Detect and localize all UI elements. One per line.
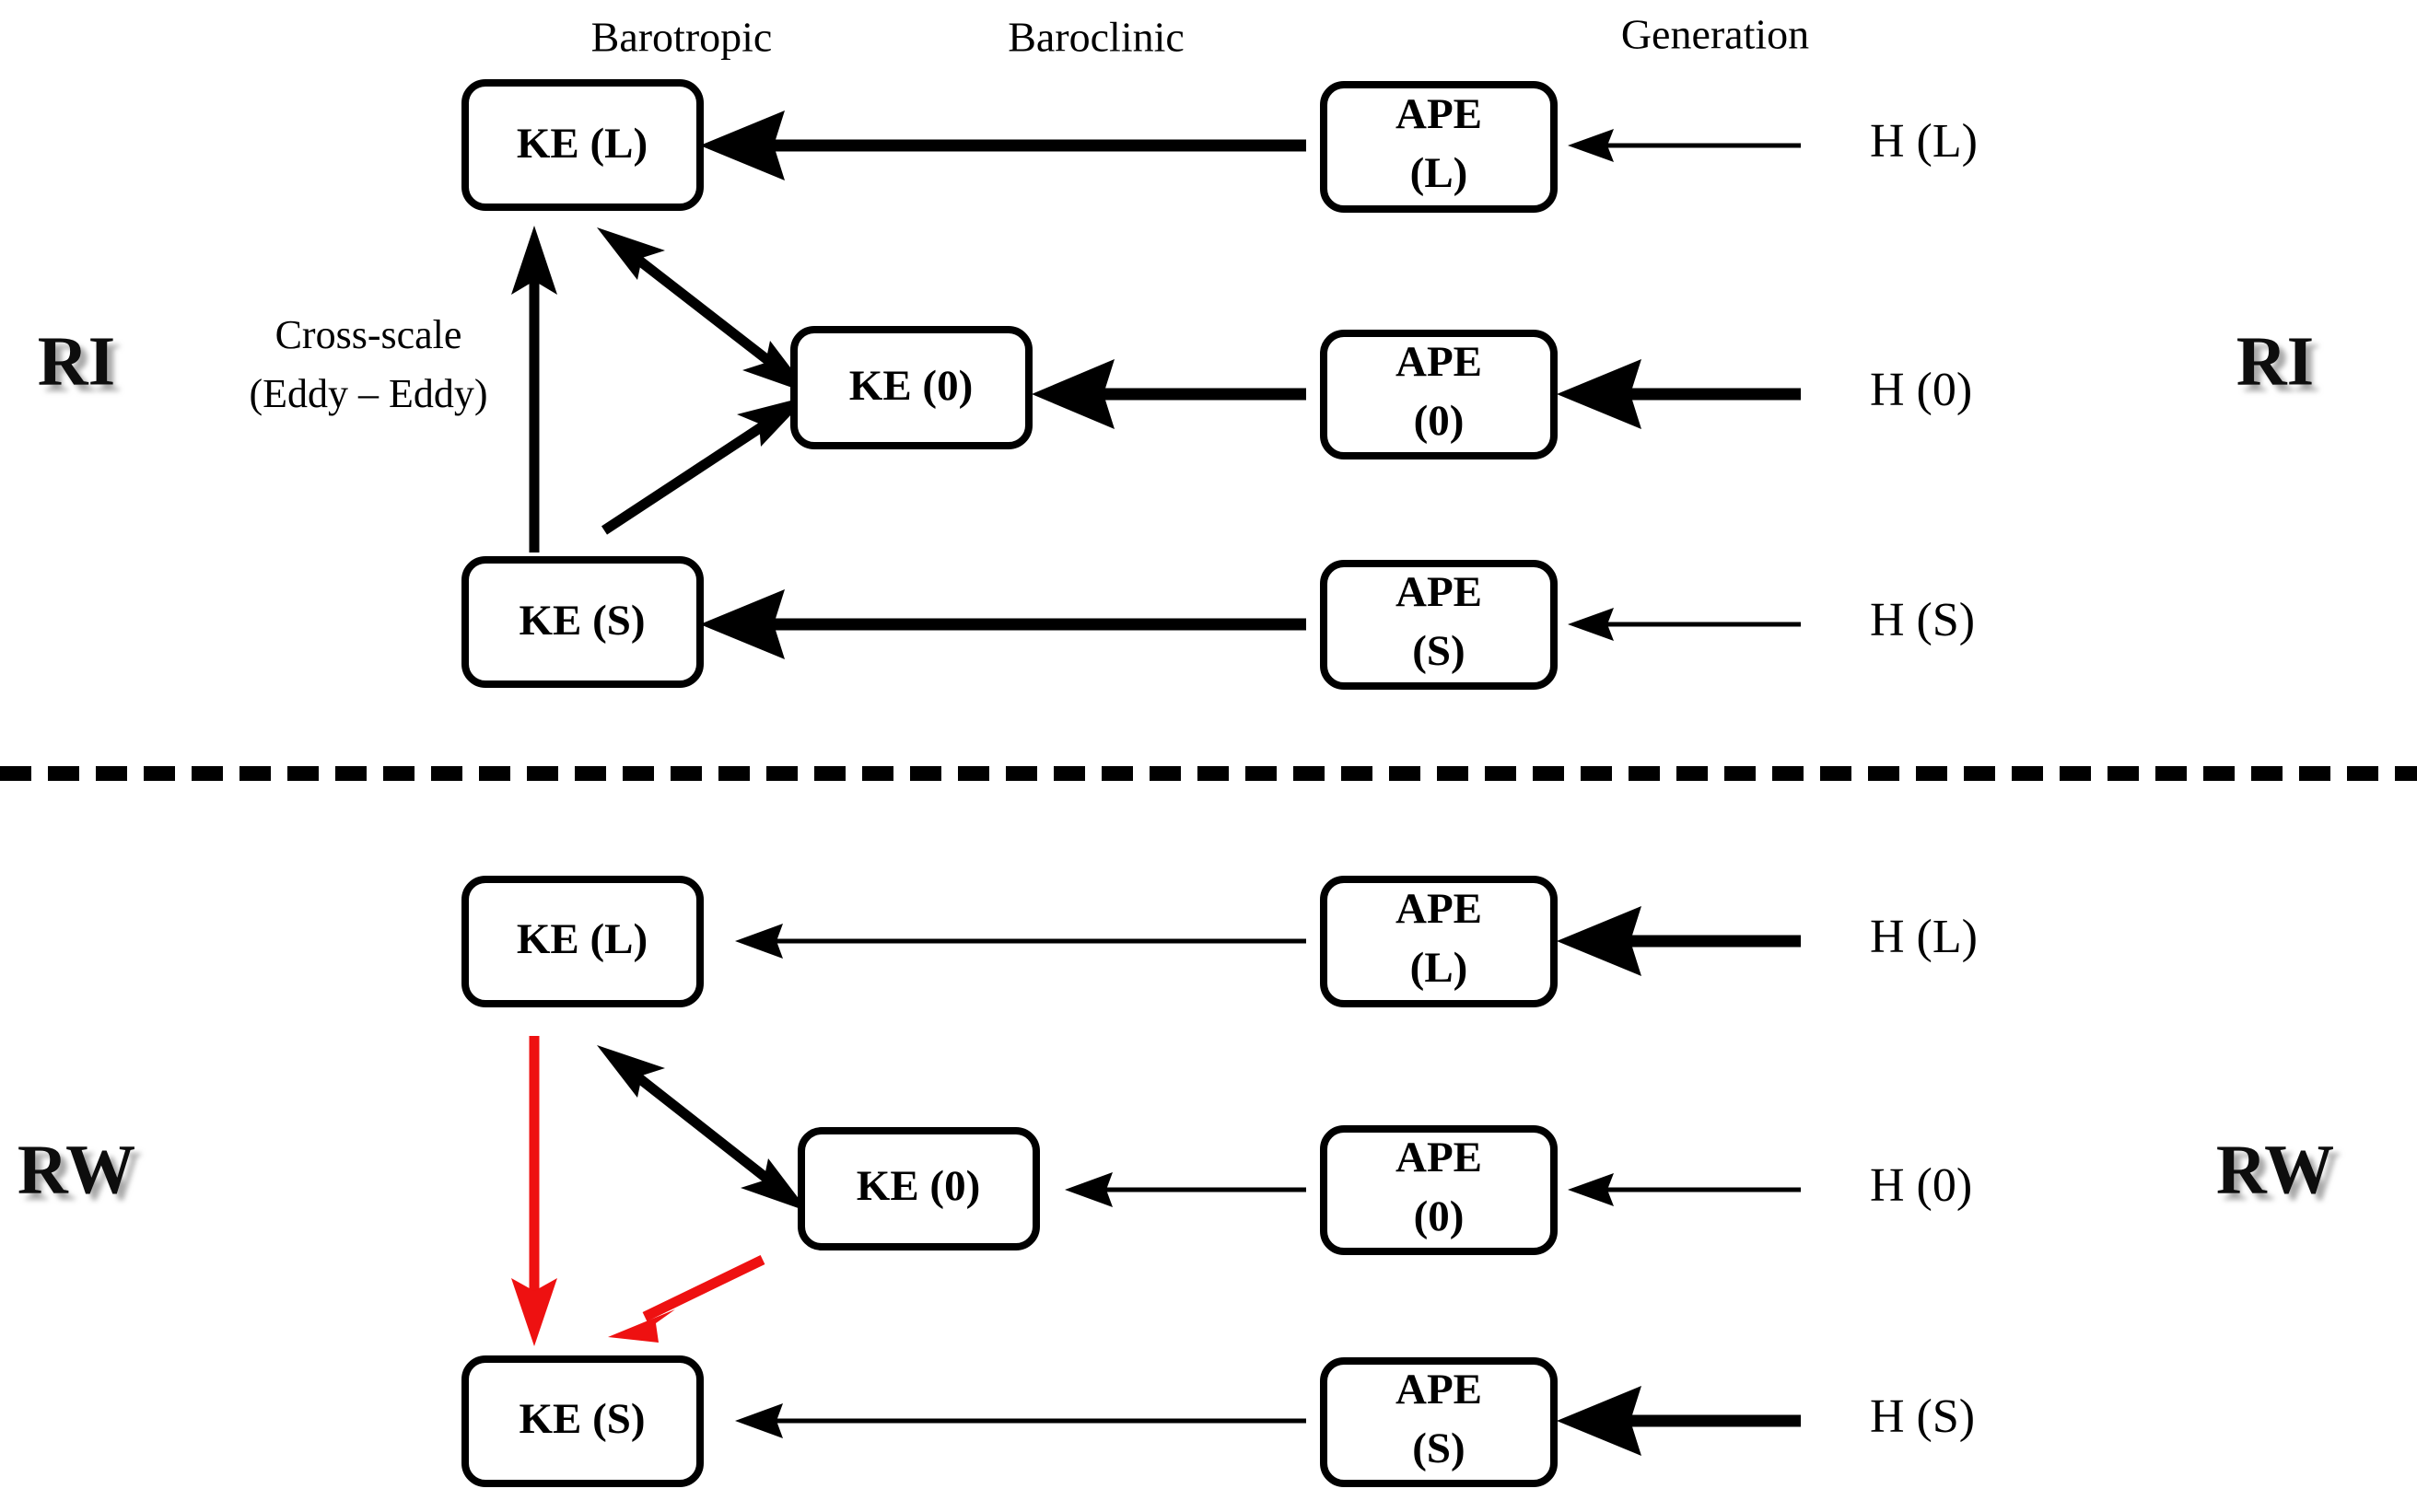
node-label-ri-ape-s-line2: (S) bbox=[1412, 627, 1465, 675]
regime-label-ri-right: RI bbox=[2236, 322, 2314, 400]
node-rw-ke-l[interactable]: KE (L) bbox=[461, 876, 704, 1007]
node-label-ri-ape-0-line2: (0) bbox=[1414, 397, 1465, 445]
panel-ri: RI RI Cross-scale (Eddy – Eddy) bbox=[38, 79, 2314, 690]
node-label-rw-ape-0-line2: (0) bbox=[1414, 1192, 1465, 1240]
node-label-rw-ape-s-line2: (S) bbox=[1412, 1425, 1465, 1472]
node-label-rw-ke-l: KE (L) bbox=[517, 915, 648, 963]
flow-ri-ke-s-to-ke-l bbox=[511, 226, 557, 552]
node-label-rw-ape-l-line2: (L) bbox=[1410, 944, 1468, 992]
node-label-ri-ape-l-line2: (L) bbox=[1410, 149, 1468, 197]
node-label-ri-ape-s-line1: APE bbox=[1395, 568, 1482, 616]
heat-label-rw-h-l: H (L) bbox=[1870, 911, 1978, 963]
node-rw-ke-s[interactable]: KE (S) bbox=[461, 1355, 704, 1487]
node-label-ri-ke-0: KE (0) bbox=[849, 362, 973, 410]
flow-rw-ke-l-to-ke-s bbox=[511, 1036, 557, 1346]
regime-label-rw-right: RW bbox=[2216, 1131, 2334, 1208]
node-label-ri-ape-0-line1: APE bbox=[1395, 338, 1482, 386]
heat-label-ri-h-s: H (S) bbox=[1870, 594, 1975, 646]
node-ri-ke-l[interactable]: KE (L) bbox=[461, 79, 704, 211]
flow-ri-h-s-to-ape-s bbox=[1568, 608, 1801, 641]
node-label-rw-ape-s-line1: APE bbox=[1395, 1366, 1482, 1413]
flow-rw-ape-0-to-ke-0 bbox=[1065, 1172, 1306, 1207]
node-label-ri-ke-s: KE (S) bbox=[519, 597, 645, 645]
node-label-rw-ape-l-line1: APE bbox=[1395, 885, 1482, 933]
panel-rw: RW RW bbox=[18, 876, 2334, 1487]
node-rw-ape-l[interactable]: APE (L) bbox=[1320, 876, 1558, 1007]
annotation-cross-scale-line2: (Eddy – Eddy) bbox=[249, 371, 487, 416]
heat-label-ri-h-l: H (L) bbox=[1870, 115, 1978, 168]
flow-rw-h-0-to-ape-0 bbox=[1568, 1173, 1801, 1206]
node-label-rw-ape-0-line1: APE bbox=[1395, 1134, 1482, 1181]
flow-rw-h-s-to-ape-s bbox=[1557, 1386, 1801, 1456]
flow-ri-h-l-to-ape-l bbox=[1568, 129, 1801, 162]
column-header-baroclinic: Baroclinic bbox=[1008, 14, 1185, 61]
node-label-rw-ke-s: KE (S) bbox=[519, 1395, 645, 1443]
node-ri-ke-0[interactable]: KE (0) bbox=[790, 326, 1033, 449]
column-header-barotropic: Barotropic bbox=[591, 14, 773, 61]
node-label-ri-ape-l-line1: APE bbox=[1395, 90, 1482, 138]
flow-rw-h-l-to-ape-l bbox=[1557, 906, 1801, 976]
regime-label-ri-left: RI bbox=[38, 322, 115, 400]
node-ri-ape-s[interactable]: APE (S) bbox=[1320, 560, 1558, 690]
node-rw-ape-s[interactable]: APE (S) bbox=[1320, 1357, 1558, 1487]
node-rw-ape-0[interactable]: APE (0) bbox=[1320, 1125, 1558, 1255]
heat-label-rw-h-0: H (0) bbox=[1870, 1159, 1972, 1212]
node-ri-ape-0[interactable]: APE (0) bbox=[1320, 330, 1558, 459]
flow-ri-ape-l-to-ke-l bbox=[700, 110, 1306, 180]
node-label-ri-ke-l: KE (L) bbox=[517, 120, 648, 168]
annotation-cross-scale-line1: Cross-scale bbox=[275, 312, 462, 357]
node-rw-ke-0[interactable]: KE (0) bbox=[798, 1127, 1040, 1250]
column-header-generation: Generation bbox=[1621, 11, 1809, 58]
node-ri-ke-s[interactable]: KE (S) bbox=[461, 556, 704, 688]
regime-label-rw-left: RW bbox=[18, 1131, 135, 1208]
node-label-rw-ke-0: KE (0) bbox=[857, 1162, 980, 1210]
flow-rw-ke-l-to-ke-0-bidirectional bbox=[597, 1045, 809, 1212]
heat-label-ri-h-0: H (0) bbox=[1870, 364, 1972, 416]
flow-rw-ape-s-to-ke-s bbox=[735, 1403, 1306, 1438]
flow-ri-ape-s-to-ke-s bbox=[700, 589, 1306, 659]
heat-label-rw-h-s: H (S) bbox=[1870, 1390, 1975, 1443]
flow-ri-ape-0-to-ke-0 bbox=[1032, 359, 1306, 429]
flow-rw-ape-l-to-ke-l bbox=[735, 924, 1306, 959]
flow-ri-h-0-to-ape-0 bbox=[1557, 359, 1801, 429]
flow-rw-ke-0-to-ke-s bbox=[608, 1255, 765, 1343]
node-ri-ape-l[interactable]: APE (L) bbox=[1320, 81, 1558, 213]
